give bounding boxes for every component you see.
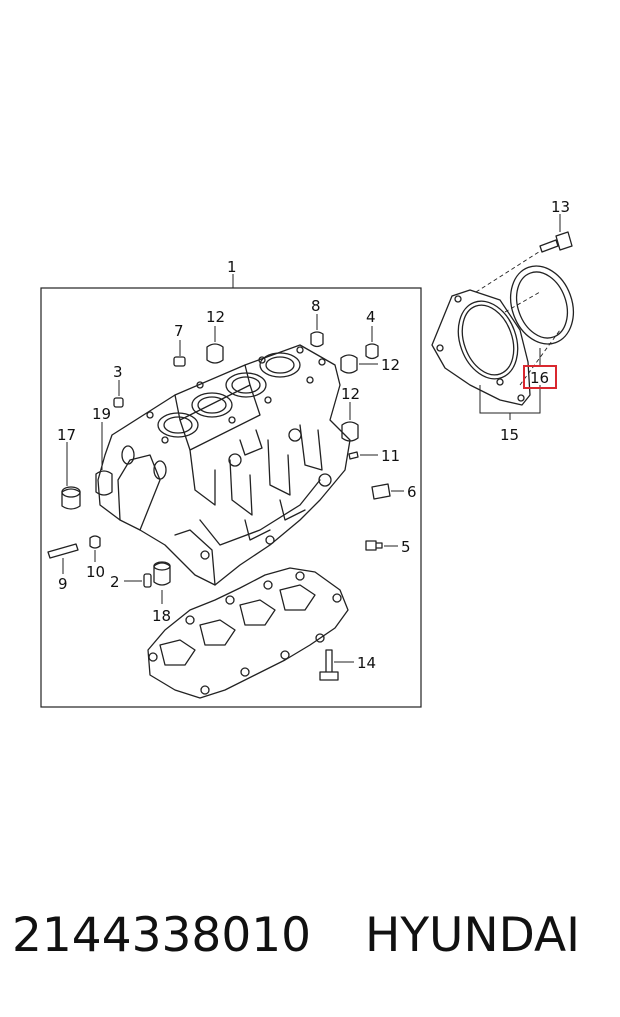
cap-12a xyxy=(206,343,224,364)
dowel-3 xyxy=(113,397,124,408)
callout-15: 15 xyxy=(500,426,519,444)
callout-11: 11 xyxy=(381,447,400,465)
cylinder-block xyxy=(97,344,351,586)
brand-name: HYUNDAI xyxy=(365,908,580,963)
bolt-14 xyxy=(319,649,339,681)
bolt-5 xyxy=(365,540,383,551)
bolt-13 xyxy=(539,231,573,253)
callout-12a: 12 xyxy=(206,308,225,326)
callout-12b: 12 xyxy=(381,356,400,374)
callout-13: 13 xyxy=(551,198,570,216)
callout-16-highlight xyxy=(523,365,557,389)
callout-6: 6 xyxy=(407,483,417,501)
bushing-17 xyxy=(61,488,81,510)
pin-2 xyxy=(143,573,152,588)
callout-9: 9 xyxy=(58,575,68,593)
callout-17: 17 xyxy=(57,426,76,444)
callout-3: 3 xyxy=(113,363,123,381)
plug-7 xyxy=(173,356,186,367)
assembly-frame xyxy=(40,287,422,708)
plug-4 xyxy=(365,343,379,360)
cap-12b xyxy=(340,354,358,374)
plug-6 xyxy=(371,483,391,500)
callout-4: 4 xyxy=(366,308,376,326)
sleeve-19 xyxy=(95,470,113,496)
callout-1: 1 xyxy=(227,258,237,276)
pin-10 xyxy=(89,535,101,549)
callout-2: 2 xyxy=(110,573,120,591)
oil-seal-case xyxy=(431,289,531,406)
callout-5: 5 xyxy=(401,538,411,556)
callout-8: 8 xyxy=(311,297,321,315)
stud-9 xyxy=(47,543,79,559)
bearing-cap-ladder xyxy=(147,567,349,699)
part-number: 2144338010 xyxy=(12,908,312,963)
callout-16: 16 xyxy=(530,369,549,387)
callout-10: 10 xyxy=(86,563,105,581)
callout-7: 7 xyxy=(174,322,184,340)
callout-12c: 12 xyxy=(341,385,360,403)
plug-8 xyxy=(310,331,324,348)
callout-19: 19 xyxy=(92,405,111,423)
callout-18: 18 xyxy=(152,607,171,625)
rear-oil-seal xyxy=(510,265,574,345)
plug-11 xyxy=(348,451,359,460)
cap-12c xyxy=(341,421,359,442)
callout-14: 14 xyxy=(357,654,376,672)
bushing-18 xyxy=(153,562,171,586)
